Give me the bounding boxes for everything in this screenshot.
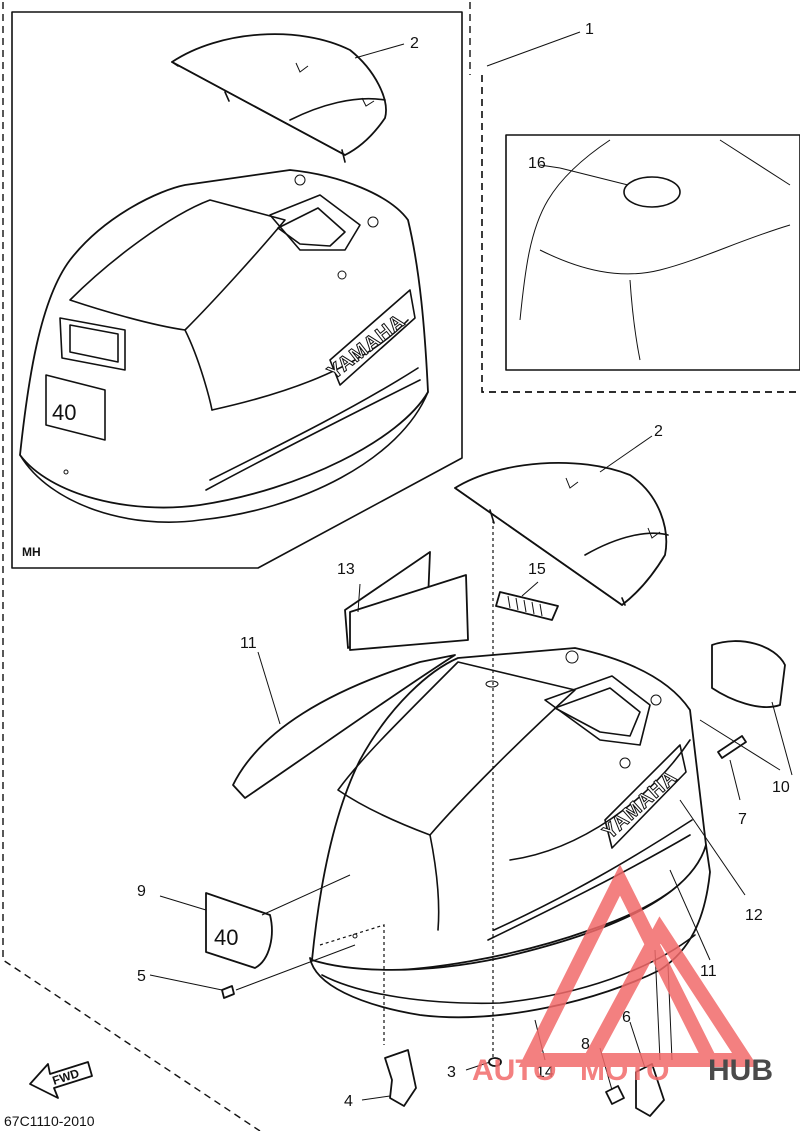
inset-part-16 [505,134,800,371]
callout-7: 7 [738,811,747,828]
drawing-code: 67C1110-2010 [4,1113,95,1129]
mh-part-2-lid [171,33,387,163]
callout-2-mh: 2 [410,35,419,52]
callout-5: 5 [137,968,146,985]
callout-6: 6 [622,1009,631,1026]
callout-14: 14 [536,1064,554,1081]
callout-11-left: 11 [240,635,257,652]
watermark-hub: HUB [708,1054,773,1087]
callout-9: 9 [137,883,146,900]
watermark-moto: MOTO [580,1054,669,1087]
mh-model-badge-text: 40 [52,400,76,425]
part-2-lid [454,462,669,606]
callout-3: 3 [447,1064,456,1081]
part-5-screw [221,985,235,999]
callout-labels: 1 2 16 2 13 15 11 10 7 12 11 9 5 4 3 14 … [137,21,790,1110]
callout-11-right: 11 [700,963,717,980]
part-8-nut [605,1085,625,1105]
callout-2: 2 [654,423,663,440]
callout-13: 13 [337,561,355,578]
callout-10: 10 [772,779,790,796]
part-7-bolt [717,735,747,759]
callout-1: 1 [585,21,594,38]
inset-boundary [481,75,800,393]
callout-8: 8 [581,1036,590,1053]
callout-12: 12 [745,907,763,924]
watermark-auto: AUTO [472,1054,556,1087]
part-9-badge: 40 [205,892,273,969]
leader-lines [149,31,793,1101]
fwd-arrow-icon: FWD [29,1061,93,1099]
watermark-logo: AUTO MOTO HUB [472,864,773,1087]
mh-top-cowling: YAMAHA 40 [19,169,429,523]
part-15-seal [495,591,559,621]
callout-4: 4 [344,1093,353,1110]
part-11-decal-left [232,654,456,799]
part-4-bracket [384,1049,417,1107]
variant-label: MH [22,545,41,559]
badge-model-text: 40 [214,925,238,950]
mh-variant-box [11,11,463,569]
callout-16: 16 [528,155,546,172]
part-10-cover [711,640,786,708]
callout-15: 15 [528,561,546,578]
